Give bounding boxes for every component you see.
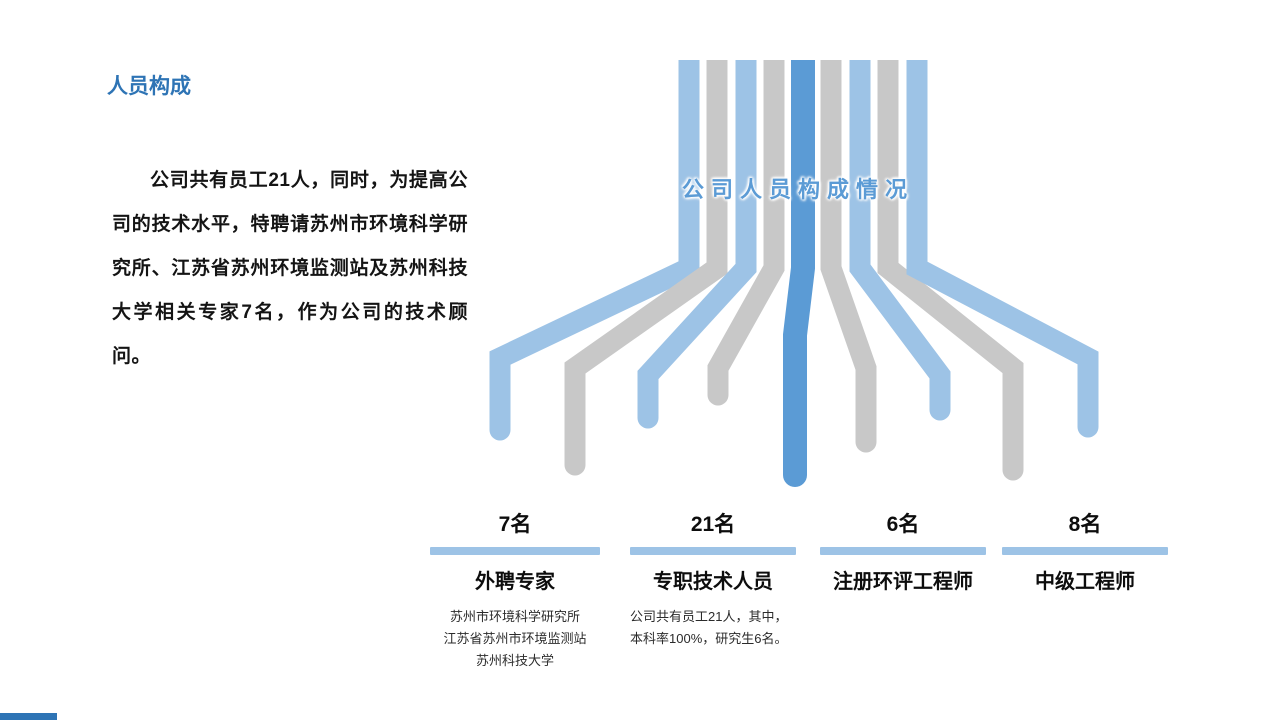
ribbon-5-center bbox=[783, 0, 815, 487]
stat-underline bbox=[820, 547, 986, 555]
stat-count: 8名 bbox=[1068, 513, 1102, 536]
ribbon-2 bbox=[564, 0, 728, 476]
ribbon-9 bbox=[906, 0, 1099, 438]
ribbon-3 bbox=[637, 0, 757, 429]
ribbon-4 bbox=[707, 0, 785, 406]
stat-column-external-experts: 7名 外聘专家 苏州市环境科学研究所 江苏省苏州市环境监测站 苏州科技大学 bbox=[430, 508, 600, 672]
stat-underline bbox=[430, 547, 600, 555]
stat-description: 苏州市环境科学研究所 江苏省苏州市环境监测站 苏州科技大学 bbox=[443, 609, 587, 668]
bottom-left-accent-bar bbox=[0, 713, 57, 720]
stat-label: 注册环评工程师 bbox=[833, 571, 973, 593]
stat-column-intermediate-engineers: 8名 中级工程师 bbox=[1002, 508, 1168, 606]
ribbon-8 bbox=[877, 0, 1024, 481]
stat-count: 7名 bbox=[498, 513, 532, 536]
intro-paragraph: 公司共有员工21人，同时，为提高公司的技术水平，特聘请苏州市环境科学研究所、江苏… bbox=[112, 170, 468, 367]
page-title: 人员构成 bbox=[107, 75, 191, 99]
ribbon-6 bbox=[820, 0, 877, 453]
stat-count: 21名 bbox=[690, 513, 736, 536]
stat-underline bbox=[630, 547, 796, 555]
stat-column-technical-staff: 21名 专职技术人员 公司共有员工21人，其中，本科率100%，研究生6名。 bbox=[630, 508, 796, 650]
stat-underline bbox=[1002, 547, 1168, 555]
chart-title: 公司人员构成情况 bbox=[681, 177, 914, 202]
stat-count: 6名 bbox=[886, 513, 920, 536]
stat-label: 外聘专家 bbox=[475, 571, 555, 593]
ribbon-7 bbox=[849, 0, 951, 421]
stat-column-eia-engineers: 6名 注册环评工程师 bbox=[820, 508, 986, 606]
stat-label: 中级工程师 bbox=[1035, 571, 1135, 593]
stat-description: 公司共有员工21人，其中，本科率100%，研究生6名。 bbox=[630, 609, 788, 646]
stat-label: 专职技术人员 bbox=[653, 571, 773, 593]
ribbon-1 bbox=[489, 0, 700, 441]
